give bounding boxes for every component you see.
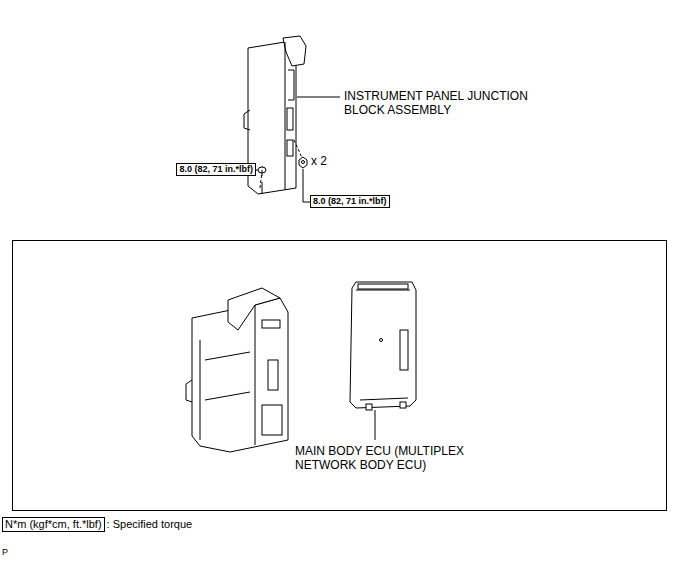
part-name: MAIN BODY ECU (MULTIPLEX NETWORK BODY EC… [295,444,495,473]
nut [299,157,307,168]
page-mark: P [2,547,8,558]
torque-box: 8.0 (82, 71 in.*lbf) [176,163,256,176]
detail-frame: MAIN BODY ECU (MULTIPLEX NETWORK BODY EC… [12,240,667,511]
junction-block-bottom [186,288,288,452]
ecu [350,282,416,440]
leader-line [256,97,340,202]
torque-value: 8.0 (82, 71 in.*lbf) [313,196,387,207]
bolt [258,167,266,176]
part-name: INSTRUMENT PANEL JUNCTION BLOCK ASSEMBLY [344,89,564,118]
quantity: x 2 [311,154,327,168]
torque-value: N*m (kgf*cm, ft.*lbf) [5,518,102,531]
legend-note: : Specified torque [107,518,193,531]
torque-unit-box: N*m (kgf*cm, ft.*lbf) [2,517,105,532]
torque-box: 8.0 (82, 71 in.*lbf) [310,195,390,208]
torque-value: 8.0 (82, 71 in.*lbf) [179,164,253,175]
